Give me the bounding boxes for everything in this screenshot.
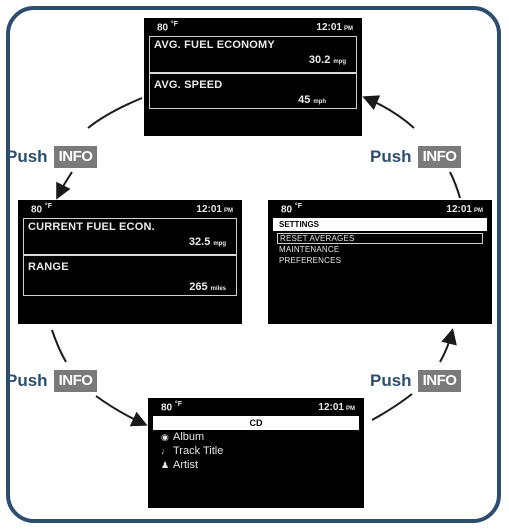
current-fuel-econ-label: CURRENT FUEL ECON. <box>28 221 155 234</box>
avg-fuel-economy-label: AVG. FUEL ECONOMY <box>154 39 275 52</box>
temp-value: 80 <box>161 402 173 414</box>
clock-time: 12:01 <box>318 402 344 414</box>
info-key[interactable]: INFO <box>417 370 462 392</box>
arrow-left-to-cd <box>95 395 148 427</box>
person-icon: ♟ <box>161 459 170 470</box>
clock-time: 12:01 <box>196 204 222 216</box>
push-info-top-left: Push INFO <box>6 146 98 168</box>
arrow-cd-to-right <box>371 393 413 421</box>
arrow-right-to-top <box>362 95 415 129</box>
settings-title: SETTINGS <box>273 218 487 232</box>
info-key[interactable]: INFO <box>53 146 98 168</box>
temp-unit: °F <box>44 203 52 210</box>
arrow-right-up <box>439 328 457 363</box>
info-key[interactable]: INFO <box>53 370 98 392</box>
arrow-top-to-left-head <box>56 171 73 200</box>
temp-unit: °F <box>174 401 182 408</box>
clock-ampm: PM <box>224 208 233 215</box>
music-note-icon: ♩ <box>161 446 170 457</box>
push-info-bottom-right: Push INFO <box>370 370 462 392</box>
menu-item-reset-averages[interactable]: RESET AVERAGES <box>277 233 483 245</box>
cd-title: CD <box>153 416 359 431</box>
clock-ampm: PM <box>474 208 483 215</box>
cd-artist-row: ♟Artist <box>161 459 199 472</box>
temp-value: 80 <box>157 22 169 34</box>
clock-ampm: PM <box>344 26 353 33</box>
cd-track-row: ♩Track Title <box>161 445 224 458</box>
temp-unit: °F <box>170 21 178 28</box>
arrow-top-to-left <box>87 97 143 129</box>
temp-unit: °F <box>294 203 302 210</box>
range-label: RANGE <box>28 261 69 274</box>
temp-value: 80 <box>281 204 293 216</box>
push-info-top-right: Push INFO <box>370 146 462 168</box>
disc-icon: ◉ <box>161 431 169 442</box>
arrow-right-up2 <box>449 171 461 199</box>
push-info-bottom-left: Push INFO <box>6 370 98 392</box>
info-key[interactable]: INFO <box>417 146 462 168</box>
menu-item-preferences[interactable]: PREFERENCES <box>279 256 342 266</box>
arrow-left-down <box>51 329 67 363</box>
clock-time: 12:01 <box>446 204 472 216</box>
clock-time: 12:01 <box>316 22 342 34</box>
menu-item-maintenance[interactable]: MAINTENANCE <box>279 245 340 255</box>
clock-ampm: PM <box>346 406 355 413</box>
divider <box>24 254 236 257</box>
avg-speed-label: AVG. SPEED <box>154 79 223 92</box>
cd-album-row: ◉Album <box>161 431 205 444</box>
temp-value: 80 <box>31 204 43 216</box>
divider <box>150 72 356 75</box>
